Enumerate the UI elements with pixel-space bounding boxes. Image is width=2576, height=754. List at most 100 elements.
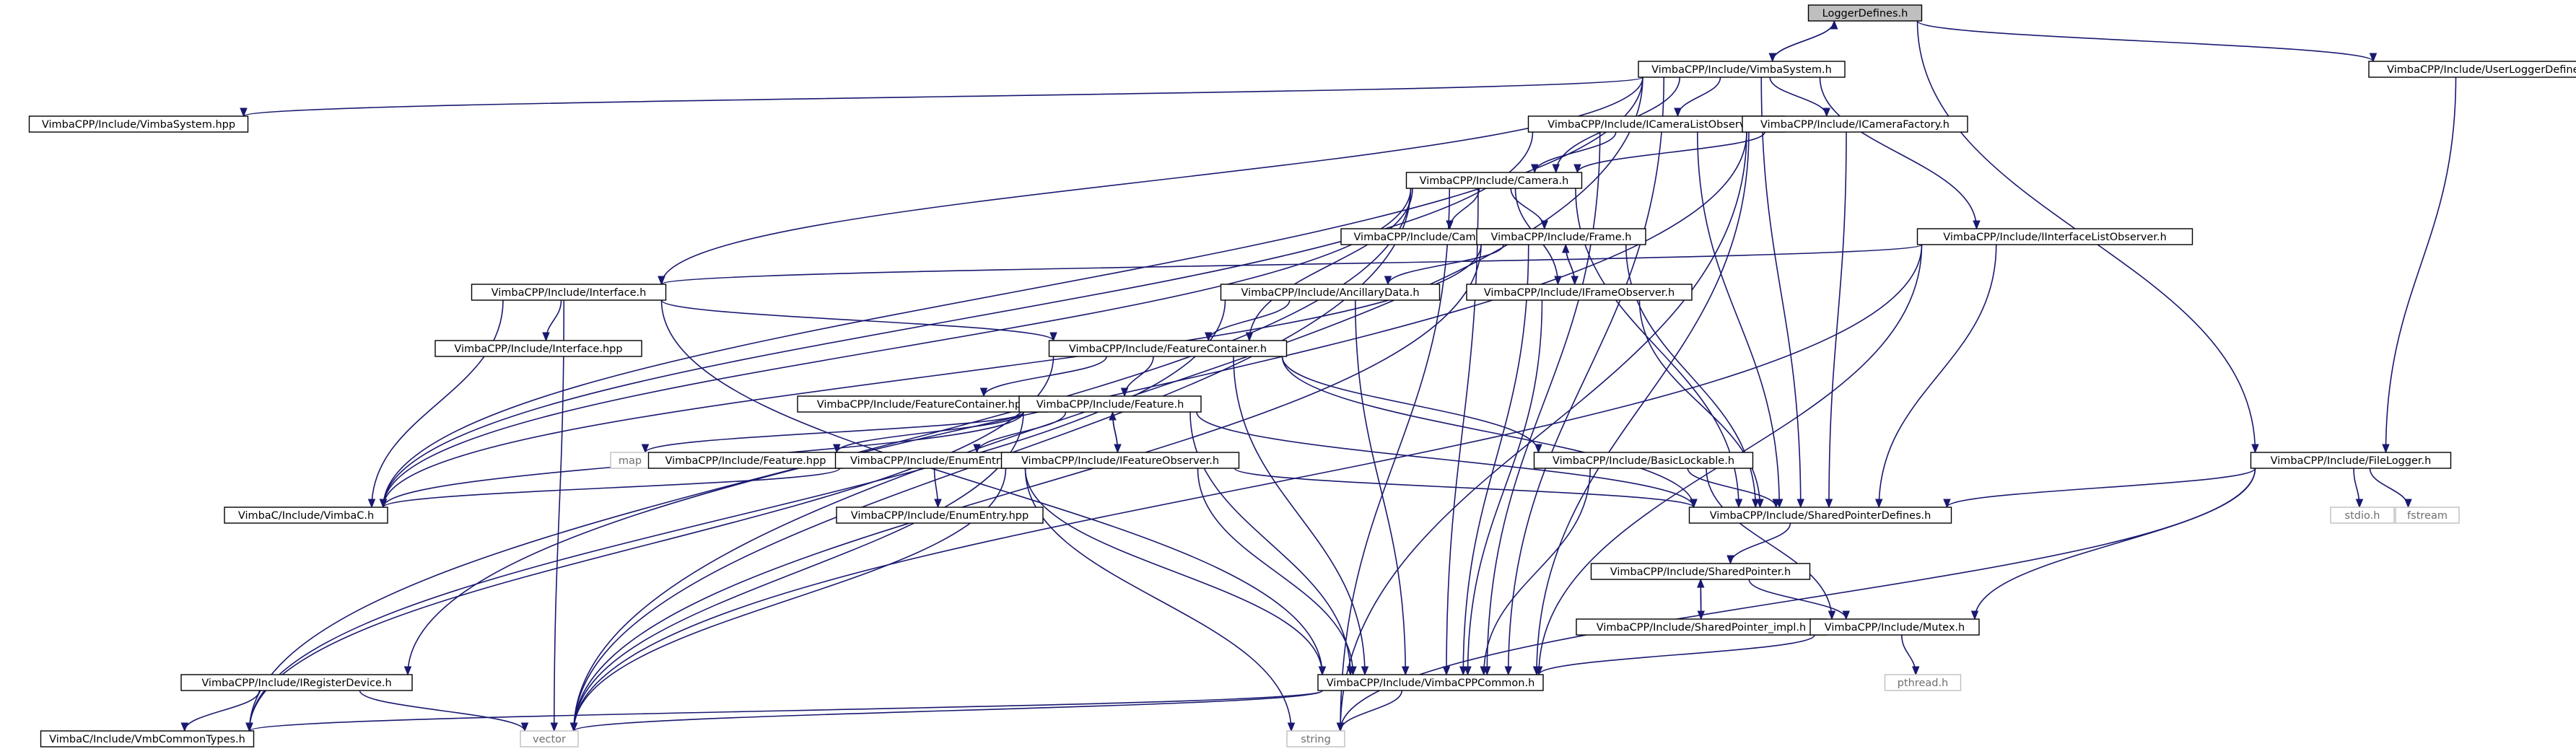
edge-featurecontainer-h-to-featurecontainer-hpp [979,356,1107,398]
node-sharedpointerdefines-h[interactable]: VimbaCPP/Include/SharedPointerDefines.h [1688,507,1952,524]
node-ancillarydata-h[interactable]: VimbaCPP/Include/AncillaryData.h [1220,284,1441,301]
edge-arrowhead [2355,499,2364,509]
node-featurecontainer-hpp[interactable]: VimbaCPP/Include/FeatureContainer.hpp [797,395,1048,413]
edge-line [660,76,1643,285]
node-enumentry-hpp[interactable]: VimbaCPP/Include/EnumEntry.hpp [836,507,1044,524]
node-string: string [1286,730,1345,748]
node-mutex-h[interactable]: VimbaCPP/Include/Mutex.h [1809,618,1980,636]
node-label: VimbaCPP/Include/Interface.h [492,287,647,299]
edge-interfacelistobserver-h-to-interface-h [658,244,1923,286]
edge-line [1196,411,1695,508]
node-camera-h[interactable]: VimbaCPP/Include/Camera.h [1405,172,1583,189]
edge-line [1819,76,1978,229]
node-label: VimbaCPP/Include/Interface.hpp [454,343,622,355]
node-sharedpointer-h[interactable]: VimbaCPP/Include/SharedPointer.h [1590,563,1811,580]
node-label: VimbaCPP/Include/FeatureContainer.h [1069,343,1267,355]
node-box [1286,730,1345,748]
edge-arrowhead [403,666,412,676]
node-label: VimbaC/Include/VmbCommonTypes.h [49,734,245,745]
node-vmbcommontypes-h[interactable]: VimbaC/Include/VmbCommonTypes.h [40,730,255,748]
node-vector: vector [520,730,579,748]
node-featurecontainer-h[interactable]: VimbaCPP/Include/FeatureContainer.h [1048,340,1288,357]
edge-line [383,188,1412,508]
node-label: VimbaCPP/Include/Camera.hpp [1353,232,1516,243]
node-interface-h[interactable]: VimbaCPP/Include/Interface.h [471,284,667,301]
node-registerdevice-h[interactable]: VimbaCPP/Include/IRegisterDevice.h [180,674,413,691]
node-box [1807,4,1923,22]
node-enumentry-h[interactable]: VimbaCPP/Include/EnumEntry.h [834,452,1031,469]
node-label: LoggerDefines.h [1822,8,1908,19]
node-feature-hpp[interactable]: VimbaCPP/Include/Feature.hpp [647,452,844,469]
edge-interface-h-to-interface-hpp [542,299,562,342]
edge-arrowhead [979,387,988,398]
node-box [2395,507,2460,524]
edge-feature-h-to-map [641,411,1024,454]
node-frame-h[interactable]: VimbaCPP/Include/Frame.h [1476,228,1646,245]
node-map: map [610,452,650,469]
node-filelogger-h[interactable]: VimbaCPP/Include/FileLogger.h [2250,452,2452,469]
edge-line [1536,131,1750,675]
edge-arrowhead [1875,499,1883,509]
node-loggerdefines-h[interactable]: LoggerDefines.h [1807,4,1923,22]
node-interface-hpp[interactable]: VimbaCPP/Include/Interface.hpp [435,340,642,357]
edge-arrowhead [1459,666,1467,676]
edge-arrowhead [550,722,558,732]
edge-arrowhead [1336,722,1345,732]
node-label: VimbaCPP/Include/Feature.h [1036,399,1184,411]
node-label: VimbaCPP/Include/SharedPointer_impl.h [1597,622,1806,634]
edge-line [1828,131,1847,508]
node-label: VimbaCPP/Include/FileLogger.h [2271,455,2432,467]
edge-line [371,299,504,508]
node-vimbasystem-h[interactable]: VimbaCPP/Include/VimbaSystem.h [1638,61,1846,78]
node-frameobserver-h[interactable]: VimbaCPP/Include/IFrameObserver.h [1466,284,1693,301]
node-vimbac-h[interactable]: VimbaC/Include/VimbaC.h [224,507,388,524]
edge-arrowhead [1287,722,1296,732]
node-vimbasystem-hpp[interactable]: VimbaCPP/Include/VimbaSystem.hpp [28,115,249,133]
node-sharedpointer-impl-h[interactable]: VimbaCPP/Include/SharedPointer_impl.h [1576,618,1827,636]
edge-line [248,690,1323,732]
edge-arrowhead [1690,499,1698,509]
node-camerafactory-h[interactable]: VimbaCPP/Include/ICameraFactory.h [1742,115,1968,133]
edge-line [976,411,1067,453]
node-label: VimbaCPP/Include/Feature.hpp [665,455,826,467]
edge-line [1974,468,2256,620]
edge-arrowhead [1973,220,1981,230]
edge-line [359,690,525,732]
node-box [1688,507,1952,524]
edge-line [1760,76,1802,508]
edge-cameralistobserver-h-to-camera-h [1531,131,1617,174]
edge-filelogger-h-to-mutex-h [1970,468,2256,621]
edge-cameralistobserver-h-to-vimbacppcommon-h [1483,131,1601,676]
edge-line [2369,468,2409,508]
node-featureobserver-h[interactable]: VimbaCPP/Include/IFeatureObserver.h [1000,452,1240,469]
edge-arrowhead [542,332,550,342]
edge-feature-h-to-feature-hpp [833,411,1024,454]
edge-arrowhead [658,276,665,286]
node-basiclockable-h[interactable]: VimbaCPP/Include/BasicLockable.h [1533,452,1754,469]
edge-line [1538,634,1815,675]
node-label: VimbaCPP/Include/UserLoggerDefines.h [2387,64,2576,76]
edge-line [1387,244,1504,285]
edge-enumentry-h-to-vimbac-h [379,468,841,509]
edge-arrowhead [1446,220,1454,230]
edge-arrowhead [1540,220,1548,230]
edge-vimbasystem-h-to-vimbacppcommon-h [1504,76,1665,676]
edge-arrowhead [1573,164,1581,174]
edge-interface-h-to-featurecontainer-h [660,299,1057,342]
edge-arrowhead [1504,666,1512,676]
edge-vimbasystem-h-to-loggerdefines-h [1771,19,1838,62]
node-vimbacppcommon-h[interactable]: VimbaCPP/Include/VimbaCPPCommon.h [1317,674,1544,691]
node-interfacelistobserver-h[interactable]: VimbaCPP/Include/IInterfaceListObserver.… [1916,228,2193,245]
edge-sharedpointerdefines-h-to-sharedpointer-h [1726,522,1791,565]
edge-line [248,299,1226,732]
edge-arrowhead [1109,411,1117,421]
edge-ancillarydata-h-to-featurecontainer-h [1205,299,1291,342]
edge-line [1234,468,1695,508]
node-userloggerdefines-h[interactable]: VimbaCPP/Include/UserLoggerDefines.h [2368,61,2576,78]
edge-vimbasystem-h-to-vimbasystem-hpp [240,76,1643,118]
edge-arrowhead [2404,499,2412,509]
edge-line [660,299,1055,341]
edge-line [1208,299,1291,341]
node-feature-h[interactable]: VimbaCPP/Include/Feature.h [1018,395,1202,413]
node-box [1317,674,1544,691]
